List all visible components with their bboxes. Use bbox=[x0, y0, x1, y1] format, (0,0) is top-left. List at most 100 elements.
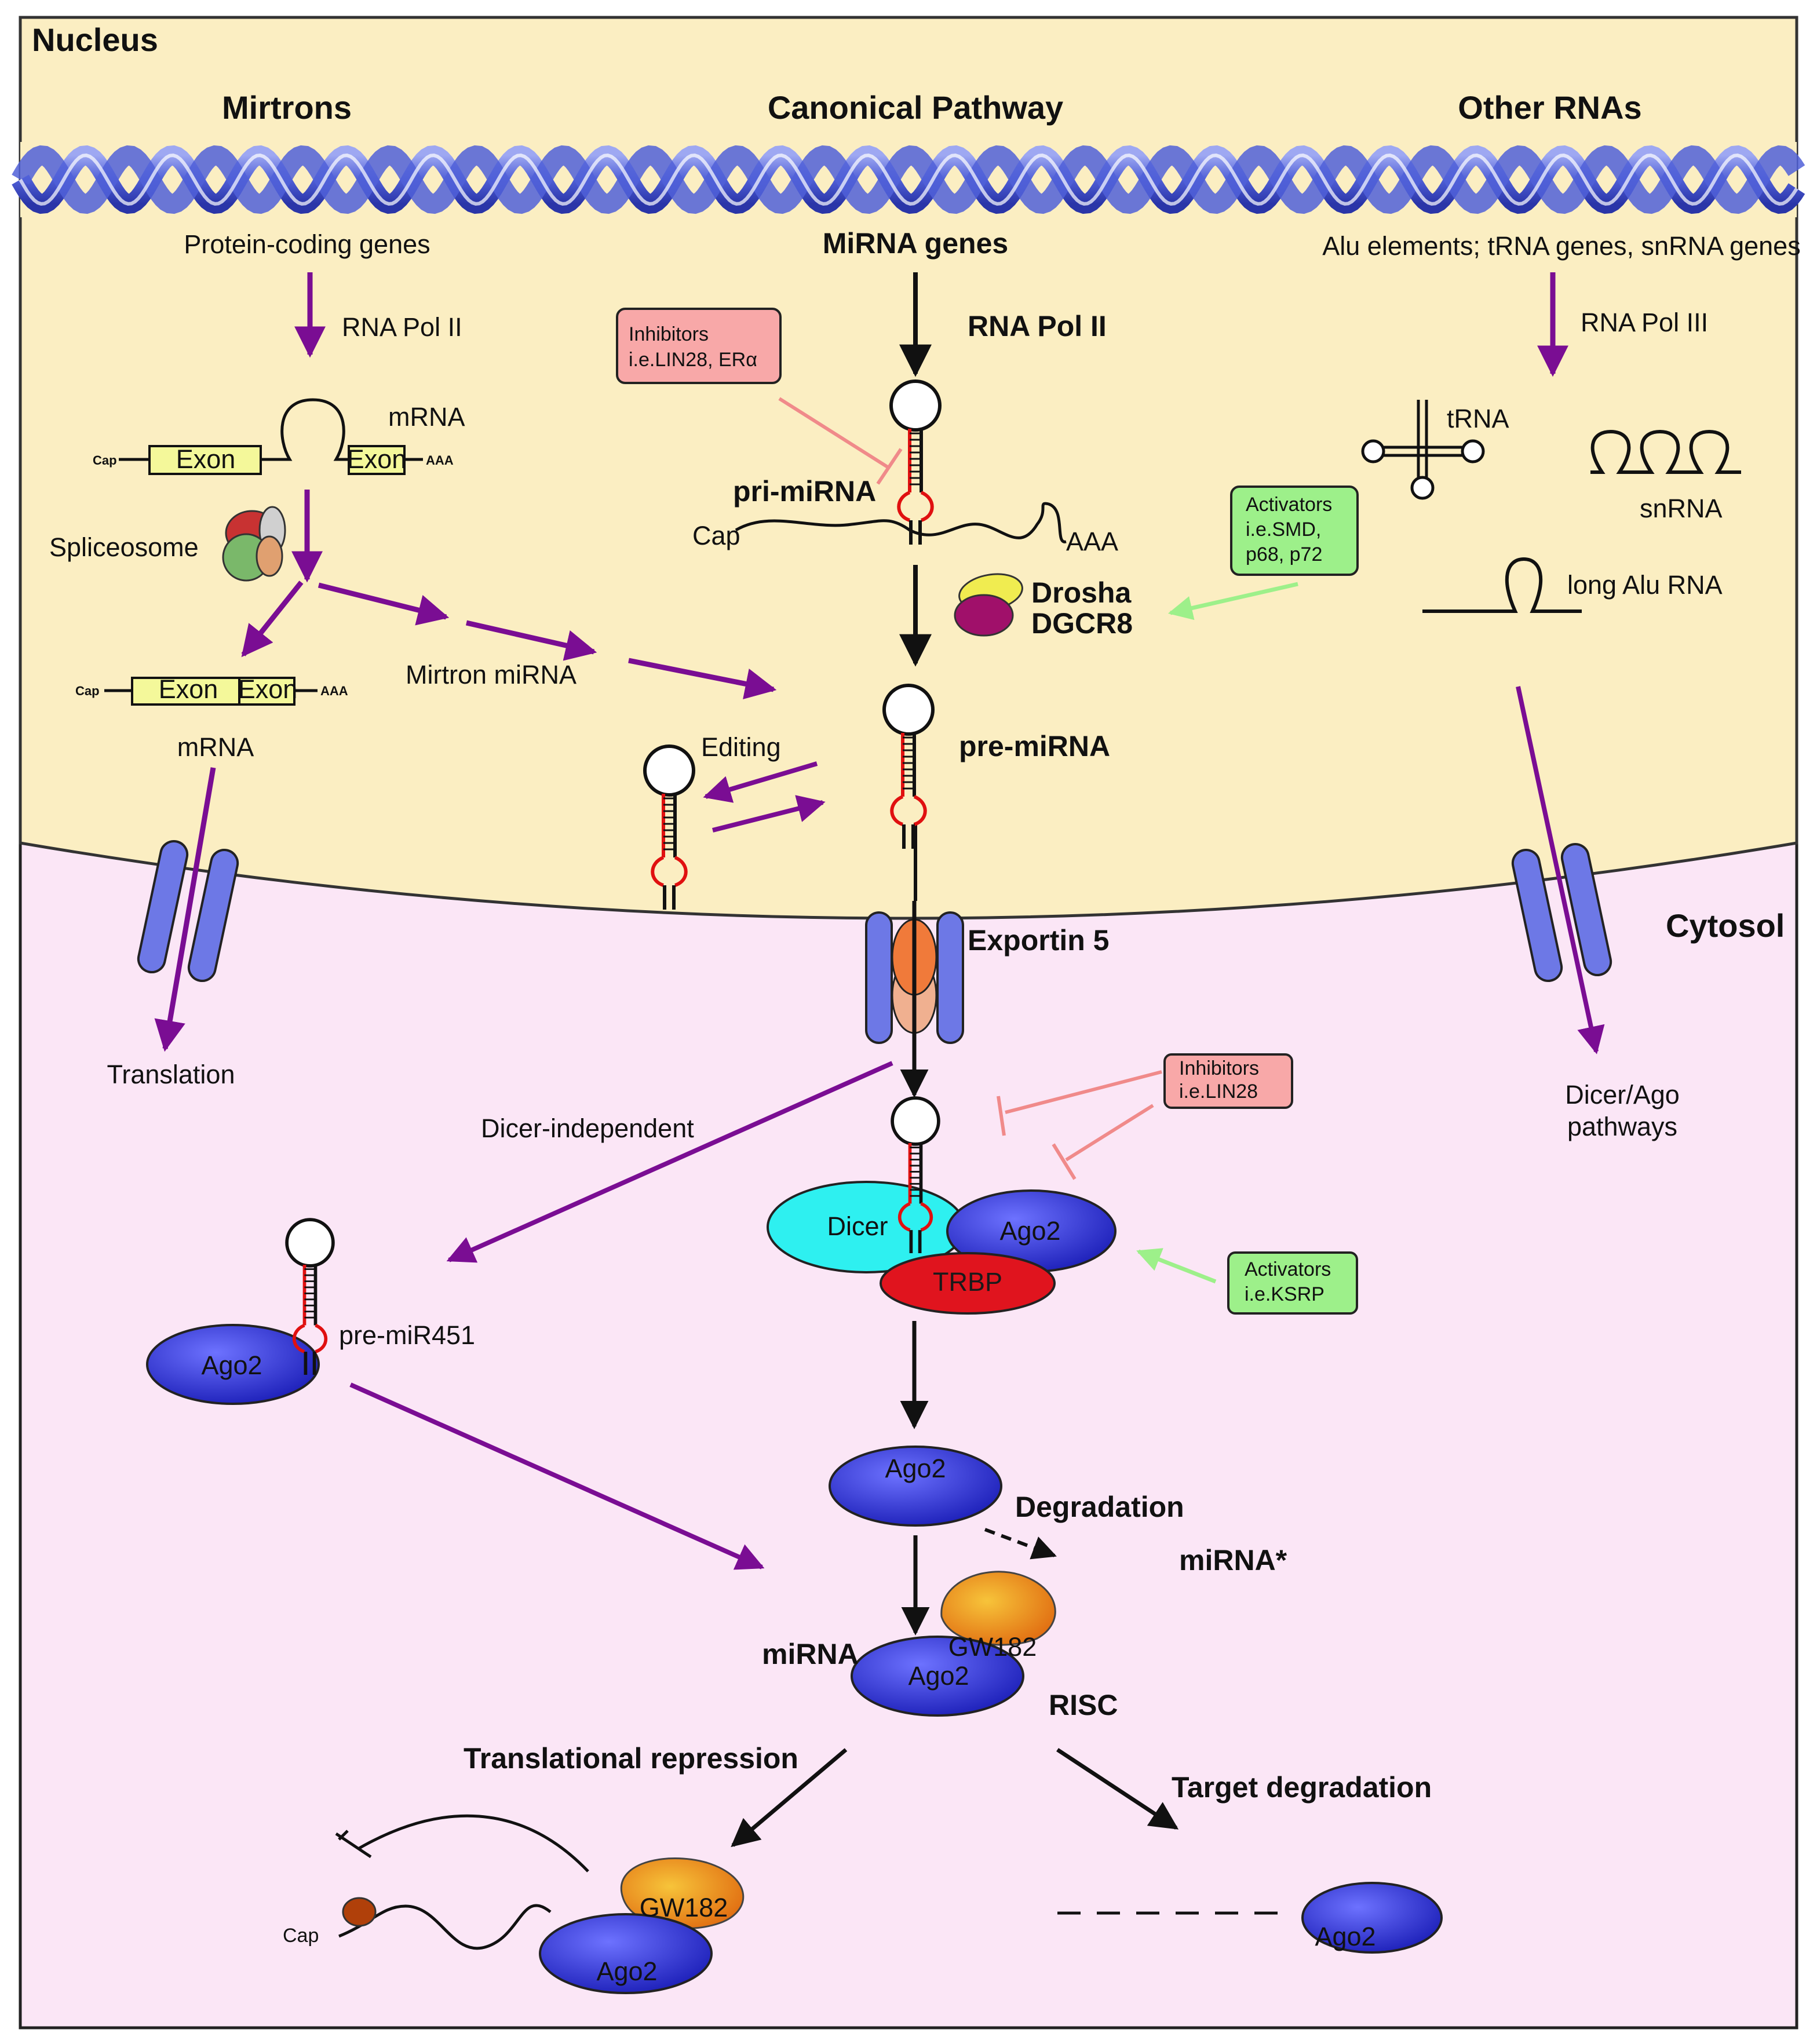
cytosol-label: Cytosol bbox=[1666, 907, 1785, 944]
ago2-label-dicer: Ago2 bbox=[999, 1216, 1060, 1246]
aaa-label-1: AAA bbox=[426, 453, 454, 468]
inhibitors-mid-line2: i.e.LIN28 bbox=[1179, 1081, 1258, 1103]
inhibitors-top-line1: Inhibitors bbox=[629, 323, 709, 345]
degradation-label: Degradation bbox=[1015, 1491, 1184, 1523]
dna-helix-icon bbox=[12, 142, 1805, 217]
ago2-label-duplex: Ago2 bbox=[885, 1454, 946, 1483]
arrow-to-spliced-mrna bbox=[241, 581, 304, 658]
pri-mirna-hairpin-icon bbox=[889, 379, 942, 545]
arrow-editing-left bbox=[703, 761, 818, 803]
cap-label-1: Cap bbox=[93, 453, 117, 468]
snrna-label: snRNA bbox=[1640, 494, 1723, 523]
exon-label-2: Exon bbox=[347, 444, 407, 474]
mirna-label: miRNA bbox=[762, 1638, 859, 1670]
other-rnas-title: Other RNAs bbox=[1458, 89, 1641, 126]
pre-mir451-hairpin-icon bbox=[285, 1218, 335, 1375]
ago2-target-icon bbox=[1301, 1882, 1443, 1954]
exportin5-label: Exportin 5 bbox=[968, 924, 1109, 957]
translational-repression-label: Translational repression bbox=[464, 1742, 798, 1775]
inhibitors-top-line2: i.e.LIN28, ERα bbox=[629, 349, 757, 371]
activators-box-mid bbox=[1227, 1251, 1358, 1315]
activate-arrow-top bbox=[1167, 582, 1298, 620]
arrow-dicer-ago-pathways bbox=[1516, 686, 1605, 1054]
arrow-translation bbox=[154, 767, 216, 1052]
cap-label-4: Cap bbox=[283, 1925, 319, 1947]
exon-label-4: Exon bbox=[238, 674, 298, 704]
aaa-label-2: AAA bbox=[320, 684, 348, 698]
nuclear-pore-left-icon bbox=[137, 840, 239, 982]
arrow-editing-right bbox=[712, 795, 826, 833]
spliced-mrna-icon bbox=[104, 677, 318, 706]
pre-mirna-label: pre-miRNA bbox=[959, 730, 1110, 762]
pre-mrna-icon bbox=[119, 398, 423, 475]
exon-label-3: Exon bbox=[159, 674, 218, 704]
spliceosome-label: Spliceosome bbox=[49, 532, 199, 562]
ago2-label-risc: Ago2 bbox=[908, 1661, 969, 1691]
rna-pol-ii-center-label: RNA Pol II bbox=[968, 310, 1107, 342]
activate-arrow-mid bbox=[1136, 1248, 1217, 1284]
mrna-bottom-label: mRNA bbox=[177, 732, 254, 762]
inhibit-bar-top bbox=[876, 448, 903, 485]
snrna-icon bbox=[1590, 429, 1741, 474]
hairpin-group bbox=[285, 379, 942, 1375]
dicer-label: Dicer bbox=[827, 1211, 888, 1241]
mrna-top-label: mRNA bbox=[388, 402, 465, 432]
gw182-label-repression: GW182 bbox=[640, 1893, 728, 1922]
activators-mid-line1: Activators bbox=[1245, 1258, 1331, 1280]
arrow-translational-repression bbox=[731, 1748, 848, 1848]
dicer-ago-label-1: Dicer/Ago bbox=[1565, 1080, 1680, 1109]
arrow-degradation bbox=[984, 1528, 1057, 1560]
aaa-label-3: AAA bbox=[1066, 527, 1118, 556]
translation-label: Translation bbox=[107, 1060, 235, 1089]
rna-pol-iii-label: RNA Pol III bbox=[1581, 308, 1708, 337]
spliceosome-icon bbox=[222, 506, 286, 582]
dgcr8-label: DGCR8 bbox=[1031, 607, 1133, 640]
arrow-mirtron-3 bbox=[628, 658, 777, 699]
target-degradation-label: Target degradation bbox=[1172, 1771, 1432, 1804]
edited-hairpin-icon bbox=[643, 744, 695, 910]
drosha-dgcr8-icon bbox=[954, 573, 1023, 637]
mirna-genes-label: MiRNA genes bbox=[823, 227, 1008, 260]
other-genes-label: Alu elements; tRNA genes, snRNA genes bbox=[1322, 231, 1800, 261]
ago2-label-repression: Ago2 bbox=[596, 1957, 657, 1986]
dicer-complex-icon bbox=[767, 1181, 1117, 1315]
trna-icon bbox=[1361, 400, 1485, 500]
mirtron-mirna-label: Mirtron miRNA bbox=[406, 660, 577, 689]
editing-label: Editing bbox=[701, 732, 781, 762]
long-alu-rna-icon bbox=[1422, 557, 1582, 613]
inhibitors-box-top bbox=[616, 308, 782, 384]
arrow-mirtron-1 bbox=[318, 582, 450, 626]
exon-label-1: Exon bbox=[176, 444, 236, 474]
inhibitors-mid-line1: Inhibitors bbox=[1179, 1057, 1259, 1079]
arrow-mirtron-2 bbox=[466, 620, 597, 661]
trbp-label: TRBP bbox=[933, 1267, 1002, 1297]
dicer-independent-label: Dicer-independent bbox=[481, 1114, 694, 1143]
cap-label-3: Cap bbox=[692, 521, 740, 550]
pri-mirna-icon bbox=[735, 502, 1067, 543]
protein-coding-genes-label: Protein-coding genes bbox=[184, 229, 430, 259]
ago2-duplex-icon bbox=[829, 1446, 1002, 1527]
inhibitors-box-mid bbox=[1163, 1053, 1293, 1109]
drosha-label: Drosha bbox=[1031, 576, 1132, 609]
inhibit-line-mid-2 bbox=[1065, 1104, 1154, 1162]
pre-mirna-hairpin-icon bbox=[882, 684, 935, 849]
inhibit-line-top bbox=[778, 397, 891, 470]
pri-mirna-label: pri-miRNA bbox=[733, 475, 876, 508]
long-alu-rna-label: long Alu RNA bbox=[1567, 570, 1723, 600]
rna-pol-ii-left-label: RNA Pol II bbox=[342, 312, 462, 342]
ago2-mir451-icon bbox=[146, 1324, 320, 1405]
risc-icon bbox=[851, 1571, 1056, 1717]
gw182-label-risc: GW182 bbox=[948, 1632, 1037, 1662]
inhibit-line-mid-1 bbox=[1005, 1070, 1162, 1114]
activators-top-line2: i.e.SMD, bbox=[1246, 519, 1321, 541]
pre-mir451-label: pre-miR451 bbox=[339, 1320, 475, 1350]
activators-top-line1: Activators bbox=[1246, 494, 1332, 516]
ago2-label-target: Ago2 bbox=[1315, 1922, 1375, 1951]
cap-label-2: Cap bbox=[75, 684, 100, 698]
mirtrons-title: Mirtrons bbox=[222, 89, 352, 126]
mirna-star-label: miRNA* bbox=[1179, 1544, 1287, 1576]
trna-label: tRNA bbox=[1447, 404, 1509, 433]
repression-complex-icon bbox=[335, 1814, 745, 1994]
arrow-mir451-to-risc bbox=[349, 1382, 765, 1570]
